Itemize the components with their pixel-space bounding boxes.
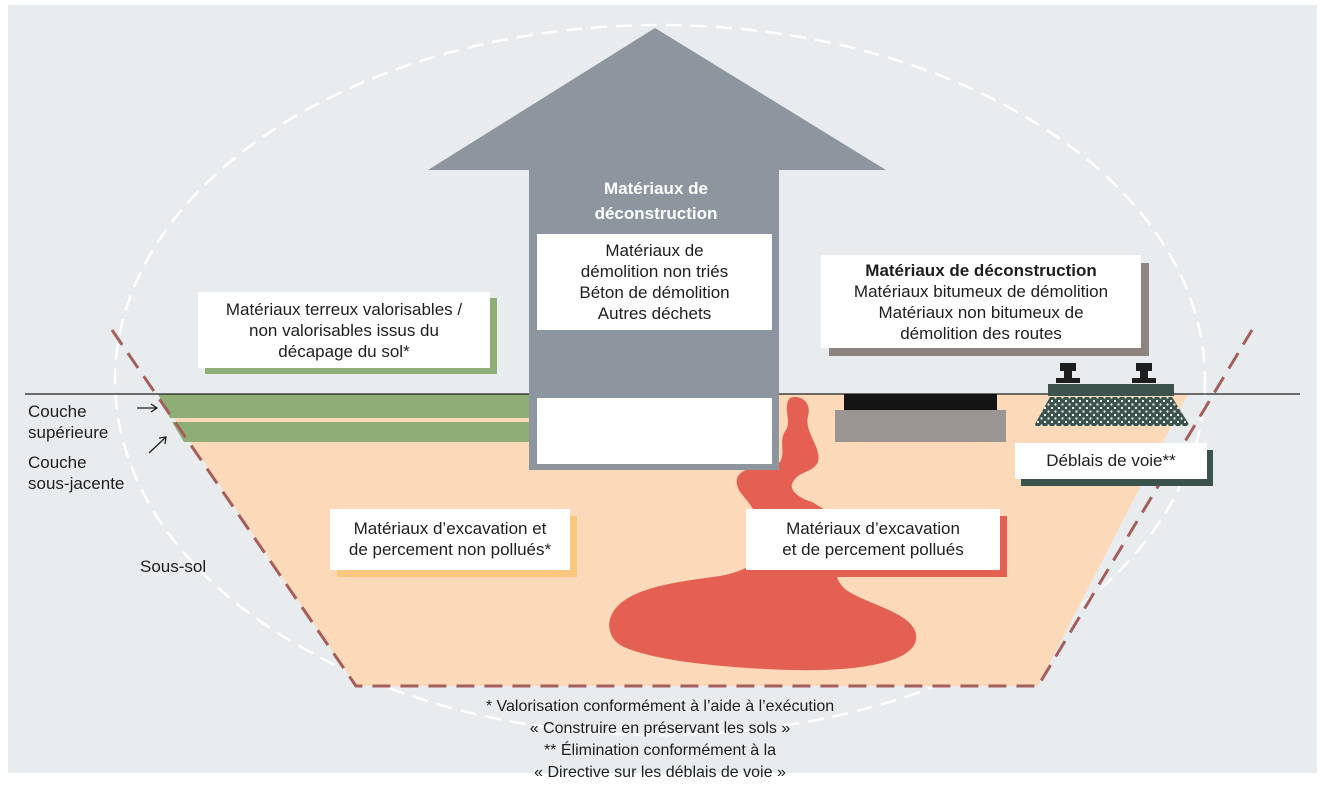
road-label-line-2: Matériaux non bitumeux de [878,303,1084,322]
track-ballast-label: Déblais de voie** [1015,443,1207,479]
subsoil-label: Sous-sol [140,557,207,576]
footnote-line-2: « Construire en préservant les sols » [529,720,791,737]
topsoil-line-1: Matériaux terreux valorisables / [225,300,463,319]
footnote-line-1: * Valorisation conformément à l’aide à l… [485,698,835,715]
road-materials-label: Matériaux de déconstruction Matériaux bi… [821,255,1141,348]
polluted-excavation-line-2: et de percement pollués [782,540,964,559]
track-label-text: Déblais de voie** [1046,451,1176,470]
topsoil-line-3: décapage du sol* [278,342,410,361]
building-title-line-1: Matériaux de [604,179,708,198]
building-box-line-1: Matériaux de [605,241,704,260]
road-label-line-3: démolition des routes [900,324,1062,343]
road-label-line-1: Matériaux bitumeux de démolition [853,282,1109,301]
building-box-line-4: Autres déchets [597,304,712,323]
lower-layer-line-2: sous-jacente [28,474,125,493]
clean-excavation-label: Matériaux d’excavation et de percement n… [330,509,570,570]
upper-layer-arrow [137,403,159,413]
building-title-line-2: déconstruction [594,204,718,223]
polluted-excavation-line-1: Matériaux d’excavation [786,519,960,538]
upper-layer-line-2: supérieure [28,423,109,442]
lower-layer-arrow [148,436,167,454]
upper-layer [158,394,530,418]
building-arrow-title: Matériaux de déconstruction [545,176,767,226]
footnotes: * Valorisation conformément à l’aide à l… [420,696,900,784]
upper-layer-label: Couche supérieure [28,401,108,443]
topsoil-materials-label: Matériaux terreux valorisables / non val… [198,292,490,368]
lower-layer-line-1: Couche [28,453,87,472]
footnote-line-3: ** Élimination conformément à la [543,742,777,759]
building-foundation [537,398,772,464]
topsoil-line-2: non valorisables issus du [249,321,439,340]
pollution-plume [609,396,917,671]
upper-layer-line-1: Couche [28,402,87,421]
building-box-line-3: Béton de démolition [579,283,730,302]
lower-layer-label: Couche sous-jacente [28,452,124,494]
polluted-excavation-label: Matériaux d’excavation et de percement p… [746,509,1000,570]
track-ballast [1034,397,1190,426]
road-asphalt-layer [844,394,997,410]
excavation-boundary [110,329,1254,688]
footnote-line-4: « Directive sur les déblais de voie » [534,764,786,781]
road-base-layer [835,410,1006,442]
lower-layer [172,422,530,442]
clean-excavation-line-1: Matériaux d’excavation et [353,519,547,538]
track-sleeper [1048,384,1174,396]
building-box-line-2: démolition non triés [580,262,729,281]
soil-area [158,394,1188,686]
building-materials-label: Matériaux de démolition non triés Béton … [537,234,772,330]
rail-right [1132,363,1156,383]
road-label-title: Matériaux de déconstruction [865,261,1097,280]
clean-excavation-line-2: de percement non pollués* [348,540,552,559]
boundary-ellipse [113,23,1207,737]
rail-left [1056,363,1080,383]
